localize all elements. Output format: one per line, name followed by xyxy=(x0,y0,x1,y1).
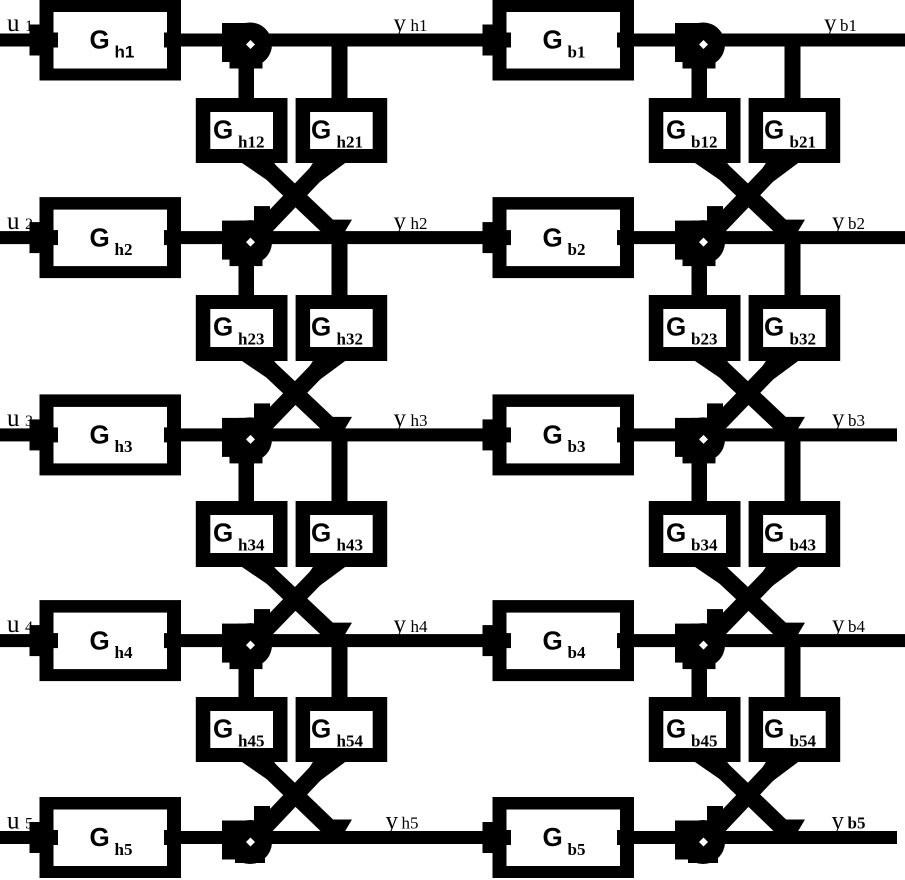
svg-text:b21: b21 xyxy=(790,133,816,152)
svg-text:b3: b3 xyxy=(568,437,586,456)
svg-text:b5: b5 xyxy=(568,840,586,859)
svg-text:G: G xyxy=(311,714,331,744)
svg-text:h4: h4 xyxy=(411,617,429,636)
svg-text:b32: b32 xyxy=(790,330,816,349)
svg-text:y: y xyxy=(394,10,407,37)
svg-text:5: 5 xyxy=(25,816,33,833)
svg-text:3: 3 xyxy=(25,413,33,430)
svg-text:G: G xyxy=(311,312,331,342)
svg-text:G: G xyxy=(213,714,233,744)
svg-text:y: y xyxy=(394,405,407,432)
svg-text:b1: b1 xyxy=(840,16,857,35)
svg-text:G: G xyxy=(90,822,110,852)
svg-text:h5: h5 xyxy=(402,814,419,833)
svg-text:b45: b45 xyxy=(691,732,717,751)
svg-text:G: G xyxy=(666,312,686,342)
svg-text:b3: b3 xyxy=(848,411,865,430)
svg-text:b2: b2 xyxy=(568,240,586,259)
svg-text:h34: h34 xyxy=(238,536,265,555)
svg-text:h2: h2 xyxy=(115,240,133,259)
svg-text:h5: h5 xyxy=(115,840,133,859)
svg-text:h54: h54 xyxy=(337,732,364,751)
svg-text:G: G xyxy=(90,625,110,655)
svg-text:G: G xyxy=(543,222,563,252)
svg-text:h21: h21 xyxy=(337,133,363,152)
svg-text:y: y xyxy=(386,808,399,835)
svg-text:y: y xyxy=(832,611,845,638)
svg-text:h12: h12 xyxy=(238,133,264,152)
svg-text:h1: h1 xyxy=(411,16,428,35)
svg-text:G: G xyxy=(90,420,110,450)
svg-text:b4: b4 xyxy=(568,643,586,662)
svg-text:G: G xyxy=(311,115,331,145)
svg-text:b34: b34 xyxy=(691,536,718,555)
svg-text:G: G xyxy=(90,222,110,252)
svg-text:1: 1 xyxy=(25,18,33,35)
svg-text:G: G xyxy=(213,115,233,145)
svg-text:2: 2 xyxy=(25,216,33,233)
svg-text:G: G xyxy=(764,312,784,342)
svg-text:y: y xyxy=(824,10,837,37)
svg-text:u: u xyxy=(7,208,20,235)
svg-text:u: u xyxy=(7,611,20,638)
svg-text:u: u xyxy=(7,10,20,37)
svg-text:h2: h2 xyxy=(411,214,428,233)
svg-text:b54: b54 xyxy=(790,732,817,751)
svg-text:b1: b1 xyxy=(568,42,586,61)
svg-text:G: G xyxy=(90,25,110,55)
svg-text:h1: h1 xyxy=(115,42,135,61)
svg-text:y: y xyxy=(832,808,845,835)
svg-text:b4: b4 xyxy=(848,617,866,636)
svg-text:b5: b5 xyxy=(848,814,866,833)
svg-text:h3: h3 xyxy=(411,411,428,430)
svg-text:G: G xyxy=(311,518,331,548)
svg-text:G: G xyxy=(543,25,563,55)
svg-text:u: u xyxy=(7,405,20,432)
svg-text:y: y xyxy=(832,208,845,235)
svg-text:b2: b2 xyxy=(848,214,865,233)
svg-text:b23: b23 xyxy=(691,330,717,349)
svg-text:h3: h3 xyxy=(115,437,133,456)
svg-text:y: y xyxy=(394,208,407,235)
svg-text:G: G xyxy=(666,714,686,744)
svg-text:h43: h43 xyxy=(337,536,363,555)
svg-text:G: G xyxy=(543,420,563,450)
svg-text:G: G xyxy=(213,312,233,342)
svg-text:b43: b43 xyxy=(790,536,816,555)
svg-text:y: y xyxy=(394,611,407,638)
svg-text:G: G xyxy=(764,714,784,744)
svg-text:G: G xyxy=(764,115,784,145)
svg-text:y: y xyxy=(832,405,845,432)
svg-text:G: G xyxy=(213,518,233,548)
svg-text:4: 4 xyxy=(25,619,33,636)
svg-text:u: u xyxy=(7,808,20,835)
svg-text:h4: h4 xyxy=(115,643,133,662)
svg-text:G: G xyxy=(666,115,686,145)
svg-text:G: G xyxy=(543,822,563,852)
svg-text:h45: h45 xyxy=(238,732,264,751)
svg-text:G: G xyxy=(543,625,563,655)
svg-text:b12: b12 xyxy=(691,133,717,152)
svg-text:G: G xyxy=(666,518,686,548)
svg-text:h23: h23 xyxy=(238,330,264,349)
svg-text:G: G xyxy=(764,518,784,548)
svg-text:h32: h32 xyxy=(337,330,363,349)
